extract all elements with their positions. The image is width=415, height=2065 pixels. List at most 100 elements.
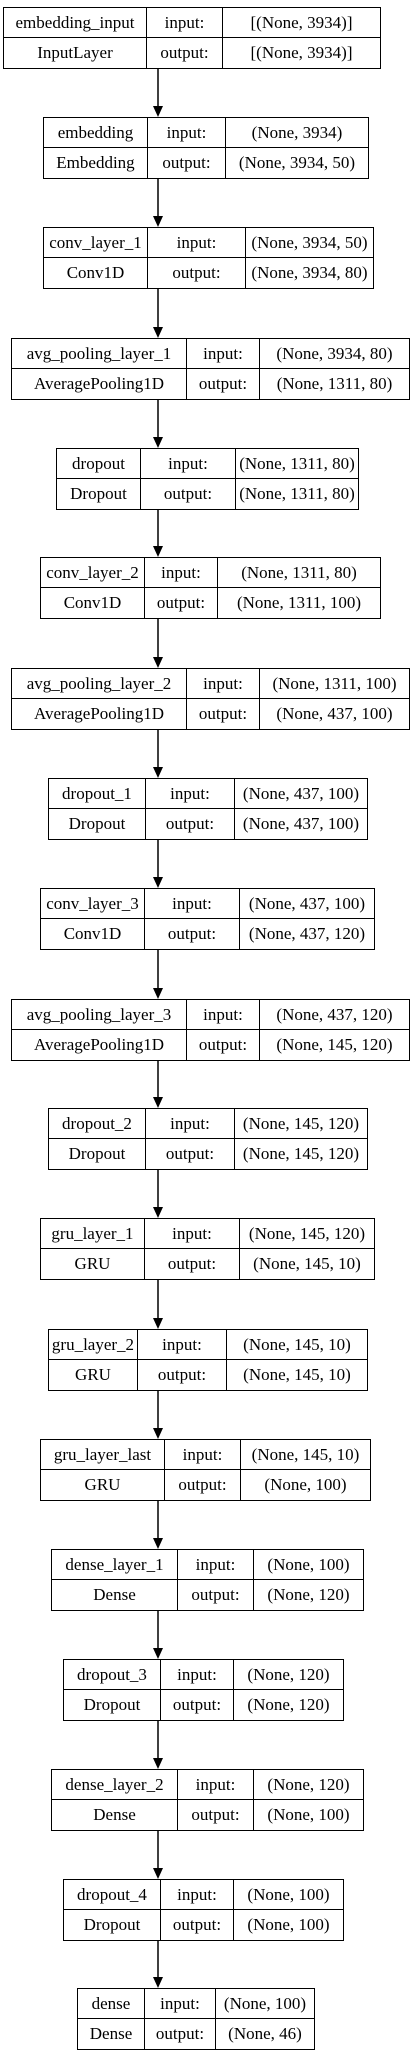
layer-type: Dense [52, 1800, 178, 1830]
input-label: input: [187, 669, 260, 699]
layer-name: avg_pooling_layer_1 [12, 339, 187, 369]
input-label: input: [148, 118, 226, 148]
output-label: output: [161, 1690, 234, 1720]
arrowhead [153, 327, 163, 338]
layer-type: GRU [41, 1470, 165, 1500]
layer-type: Conv1D [41, 588, 145, 618]
output-label: output: [161, 1910, 234, 1940]
layer-type: Dense [52, 1580, 178, 1610]
output-label: output: [178, 1580, 254, 1610]
input-shape: (None, 120) [234, 1660, 343, 1690]
layer-name: conv_layer_3 [41, 889, 145, 919]
output-label: output: [145, 2019, 216, 2049]
output-shape: (None, 437, 120) [248, 924, 366, 943]
input-shape: (None, 100) [216, 1989, 314, 2019]
arrowhead [153, 1318, 163, 1329]
output-shape: (None, 145, 120) [242, 1144, 360, 1163]
layer-name: dropout [57, 449, 141, 479]
output-label: output: [145, 588, 218, 618]
output-shape: (None, 100) [264, 1475, 347, 1494]
layer-type: GRU [41, 1249, 145, 1279]
layer-type: Conv1D [44, 258, 148, 288]
layer-type: GRU [49, 1360, 138, 1390]
layer-name: conv_layer_1 [44, 228, 148, 258]
input-label: input: [146, 1109, 235, 1139]
output-shape: (None, 145, 10) [253, 1254, 361, 1273]
input-shape: (None, 145, 10) [227, 1330, 367, 1360]
input-shape: (None, 100) [234, 1880, 343, 1910]
input-shape: (None, 437, 120) [260, 1000, 409, 1030]
arrowhead [153, 1648, 163, 1659]
input-shape: (None, 3934, 80) [260, 339, 409, 369]
input-label: input: [161, 1880, 234, 1910]
output-label: output: [187, 699, 260, 729]
output-label: output: [187, 1030, 260, 1060]
output-shape: (None, 1311, 80) [239, 484, 355, 503]
layer-type: Embedding [44, 148, 148, 178]
input-shape: (None, 145, 120) [240, 1219, 374, 1249]
input-shape: (None, 120) [254, 1770, 363, 1800]
output-label: output: [141, 479, 236, 509]
output-shape: (None, 100) [267, 1805, 350, 1824]
input-label: input: [147, 8, 223, 38]
layer-name: avg_pooling_layer_2 [12, 669, 187, 699]
arrowhead [153, 216, 163, 227]
arrowhead [153, 1207, 163, 1218]
output-label: output: [178, 1800, 254, 1830]
layer-type: AveragePooling1D [12, 369, 187, 399]
output-label: output: [138, 1360, 227, 1390]
input-shape: (None, 437, 100) [235, 779, 367, 809]
input-label: input: [161, 1660, 234, 1690]
layer-type: AveragePooling1D [12, 1030, 187, 1060]
layer-name: embedding [44, 118, 148, 148]
arrowhead [153, 877, 163, 888]
input-label: input: [145, 1219, 240, 1249]
input-shape: (None, 145, 10) [241, 1440, 370, 1470]
arrowhead [153, 988, 163, 999]
output-label: output: [145, 1249, 240, 1279]
layer-name: dense_layer_1 [52, 1550, 178, 1580]
layer-type: Dropout [64, 1910, 161, 1940]
layer-name: gru_layer_1 [41, 1219, 145, 1249]
input-label: input: [145, 558, 218, 588]
input-shape: (None, 100) [254, 1550, 363, 1580]
arrowhead [153, 1428, 163, 1439]
arrowhead [153, 1538, 163, 1549]
output-shape: (None, 437, 100) [276, 704, 393, 723]
output-label: output: [187, 369, 260, 399]
output-shape: (None, 3934, 80) [251, 263, 368, 282]
output-shape: (None, 1311, 80) [276, 374, 393, 393]
input-shape: (None, 145, 120) [235, 1109, 367, 1139]
layer-name: embedding_input [4, 8, 147, 38]
input-label: input: [148, 228, 246, 258]
input-shape: [(None, 3934)] [223, 8, 380, 38]
arrowhead [153, 546, 163, 557]
input-label: input: [145, 889, 240, 919]
input-label: input: [178, 1770, 254, 1800]
output-shape: (None, 120) [247, 1695, 330, 1714]
layer-type: Dense [78, 2019, 145, 2049]
layer-name: gru_layer_2 [49, 1330, 138, 1360]
input-label: input: [187, 1000, 260, 1030]
output-shape: (None, 3934, 50) [238, 153, 356, 172]
layer-name: dropout_4 [64, 1880, 161, 1910]
layer-name: gru_layer_last [41, 1440, 165, 1470]
layer-type: Dropout [49, 1139, 146, 1169]
layer-name: dense_layer_2 [52, 1770, 178, 1800]
input-shape: (None, 1311, 80) [218, 558, 380, 588]
layer-type: Dropout [57, 479, 141, 509]
input-shape: (None, 437, 100) [240, 889, 374, 919]
layer-name: dropout_1 [49, 779, 146, 809]
